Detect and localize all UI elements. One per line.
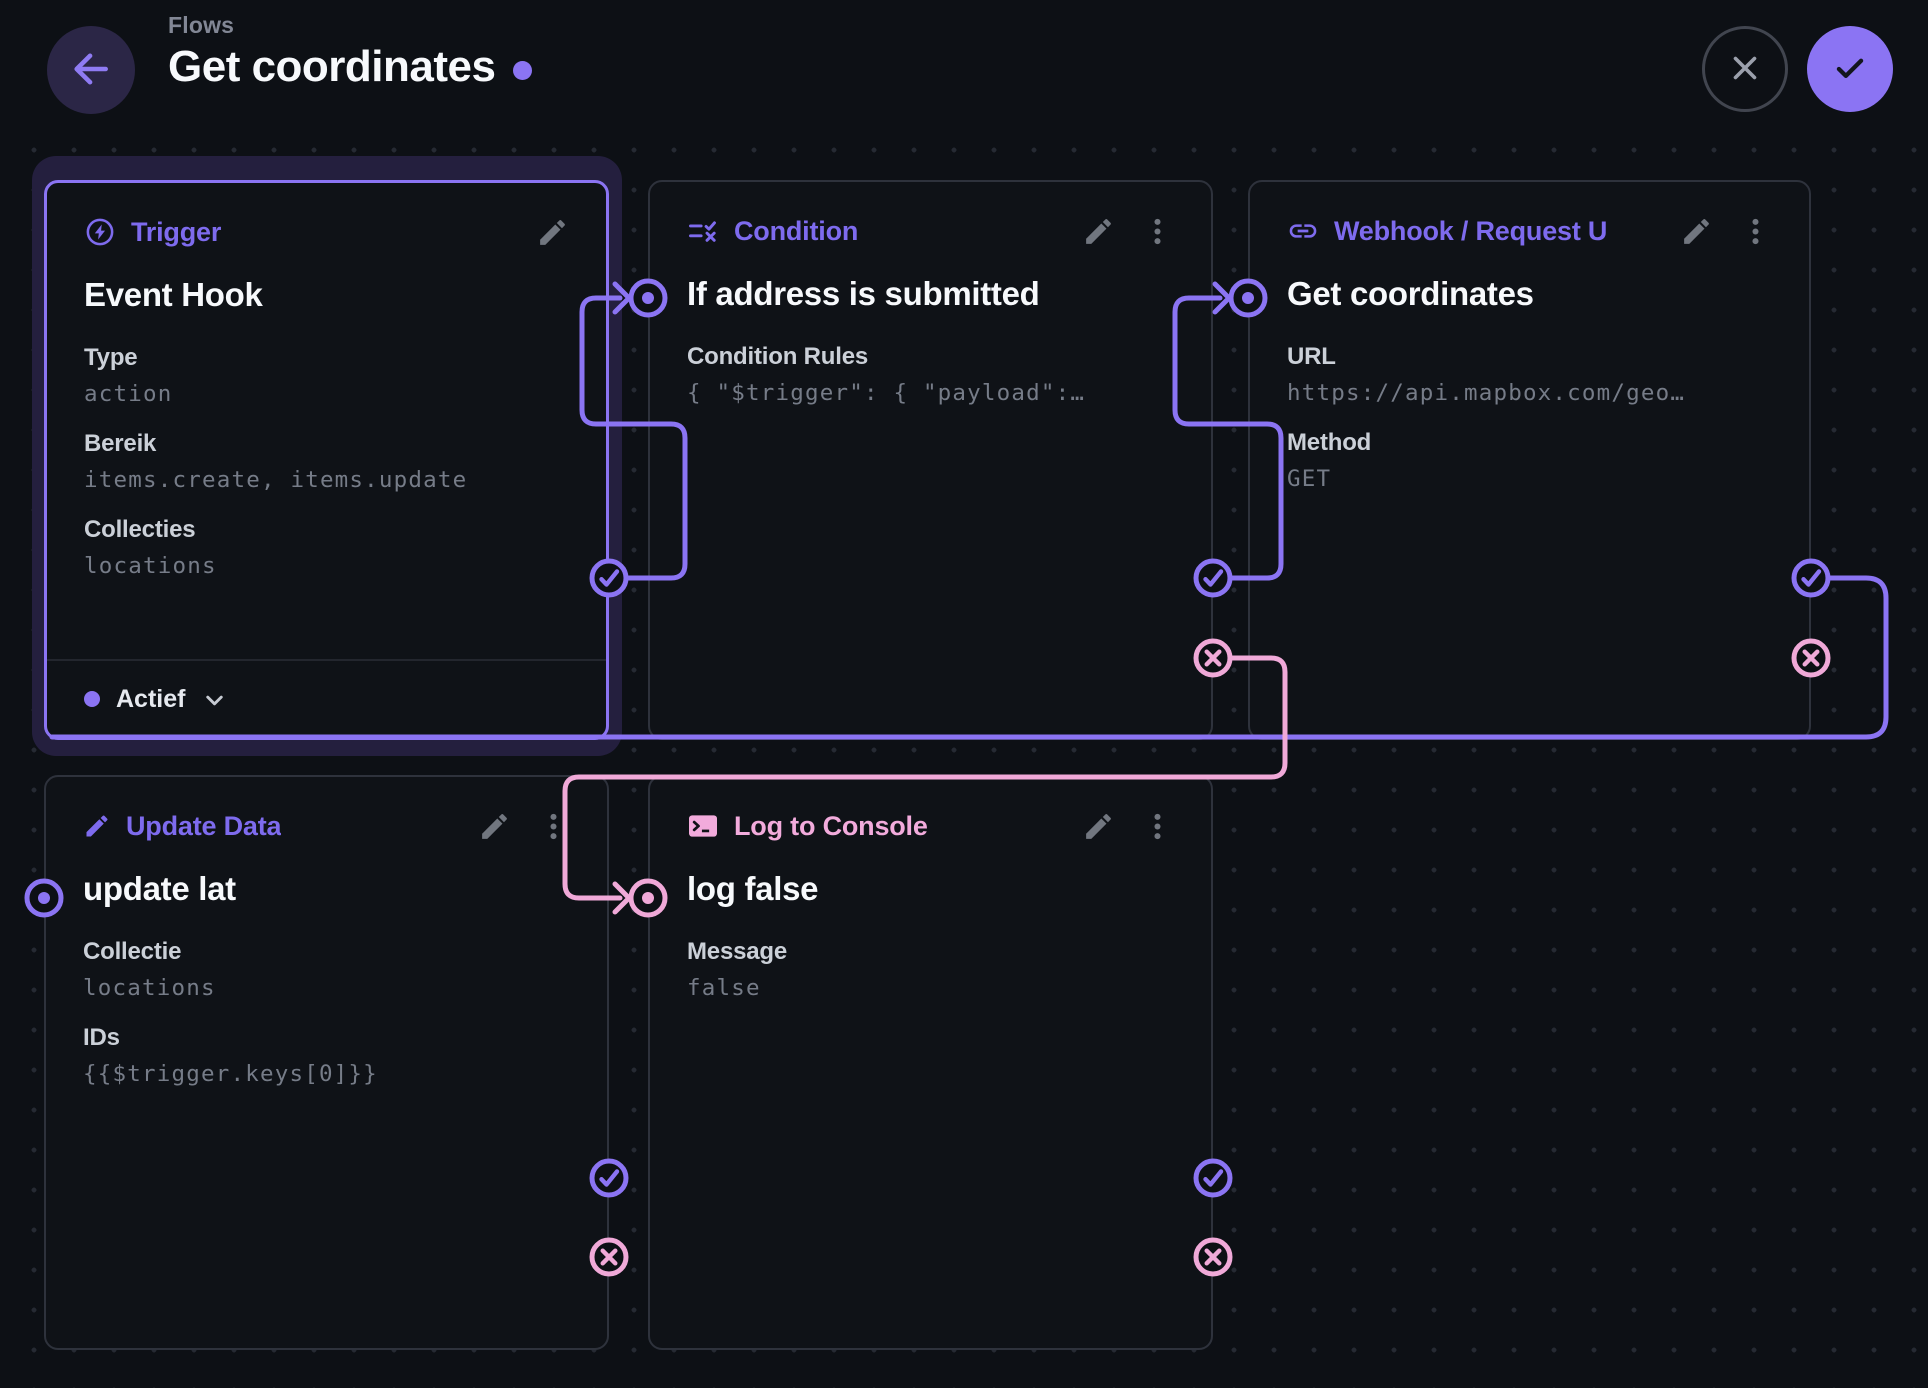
operation-name: update lat (83, 870, 236, 907)
operation-name: Get coordinates (1287, 275, 1534, 312)
back-button[interactable] (47, 26, 135, 114)
page-title: Get coordinates (168, 42, 496, 91)
status-dot (84, 691, 100, 707)
status-label: Actief (116, 684, 186, 713)
edit-pencil-icon[interactable] (478, 810, 511, 843)
kebab-menu-icon[interactable] (1739, 215, 1772, 248)
edit-pencil-icon[interactable] (536, 216, 569, 249)
chevron-down-icon (201, 687, 228, 714)
field-label: Collectie (83, 938, 182, 965)
link-icon (1287, 215, 1319, 247)
field-value: https://api.mapbox.com/geo… (1287, 380, 1686, 406)
field-label: Type (84, 344, 138, 371)
trigger-panel[interactable]: Trigger Event Hook Type action Bereik it… (44, 180, 609, 740)
panel-type-label: Update Data (126, 810, 282, 841)
discard-button[interactable] (1702, 26, 1788, 112)
panel-type-label: Condition (734, 215, 859, 246)
bolt-circle-icon (84, 216, 116, 248)
field-label: Method (1287, 429, 1372, 456)
field-label: Message (687, 938, 787, 965)
kebab-menu-icon[interactable] (1141, 215, 1174, 248)
check-icon (1831, 49, 1869, 90)
panel-type-label: Webhook / Request U (1334, 215, 1608, 246)
field-value: action (84, 381, 173, 407)
panel-type-label: Log to Console (734, 810, 928, 841)
panel-type-label: Trigger (131, 216, 222, 247)
close-icon (1726, 49, 1764, 90)
kebab-menu-icon[interactable] (1141, 810, 1174, 843)
edit-pencil-icon[interactable] (1680, 215, 1713, 248)
field-value: {{$trigger.keys[0]}} (83, 1061, 378, 1087)
field-value: locations (83, 975, 216, 1001)
field-value: GET (1287, 466, 1332, 492)
unsaved-changes-dot (513, 60, 533, 80)
kebab-menu-icon[interactable] (537, 810, 570, 843)
field-label: URL (1287, 343, 1336, 370)
field-value: items.create, items.update (84, 467, 468, 493)
condition-rule-icon (687, 215, 719, 247)
flow-status-toggle[interactable]: Actief (47, 659, 606, 737)
terminal-icon (687, 810, 719, 842)
field-value: { "$trigger": { "payload":… (687, 380, 1086, 406)
field-label: Condition Rules (687, 343, 868, 370)
field-label: Collecties (84, 516, 196, 543)
condition-panel[interactable]: Condition If address is submitted Condit… (648, 180, 1213, 740)
edit-pencil-icon[interactable] (1082, 810, 1115, 843)
app-header: Flows Get coordinates (0, 0, 1928, 118)
field-label: Bereik (84, 430, 157, 457)
field-label: IDs (83, 1024, 120, 1051)
pencil-icon (83, 812, 111, 840)
update-data-panel[interactable]: Update Data update lat Collectie locatio… (44, 775, 609, 1350)
save-button[interactable] (1807, 26, 1893, 112)
breadcrumb[interactable]: Flows (168, 12, 235, 38)
arrow-left-icon (69, 47, 113, 94)
operation-name: log false (687, 870, 819, 907)
edit-pencil-icon[interactable] (1082, 215, 1115, 248)
field-value: false (687, 975, 761, 1001)
log-to-console-panel[interactable]: Log to Console log false Message false (648, 775, 1213, 1350)
operation-name: If address is submitted (687, 275, 1040, 312)
field-value: locations (84, 553, 217, 579)
operation-name: Event Hook (84, 276, 263, 313)
webhook-panel[interactable]: Webhook / Request U Get coordinates URL … (1248, 180, 1811, 740)
